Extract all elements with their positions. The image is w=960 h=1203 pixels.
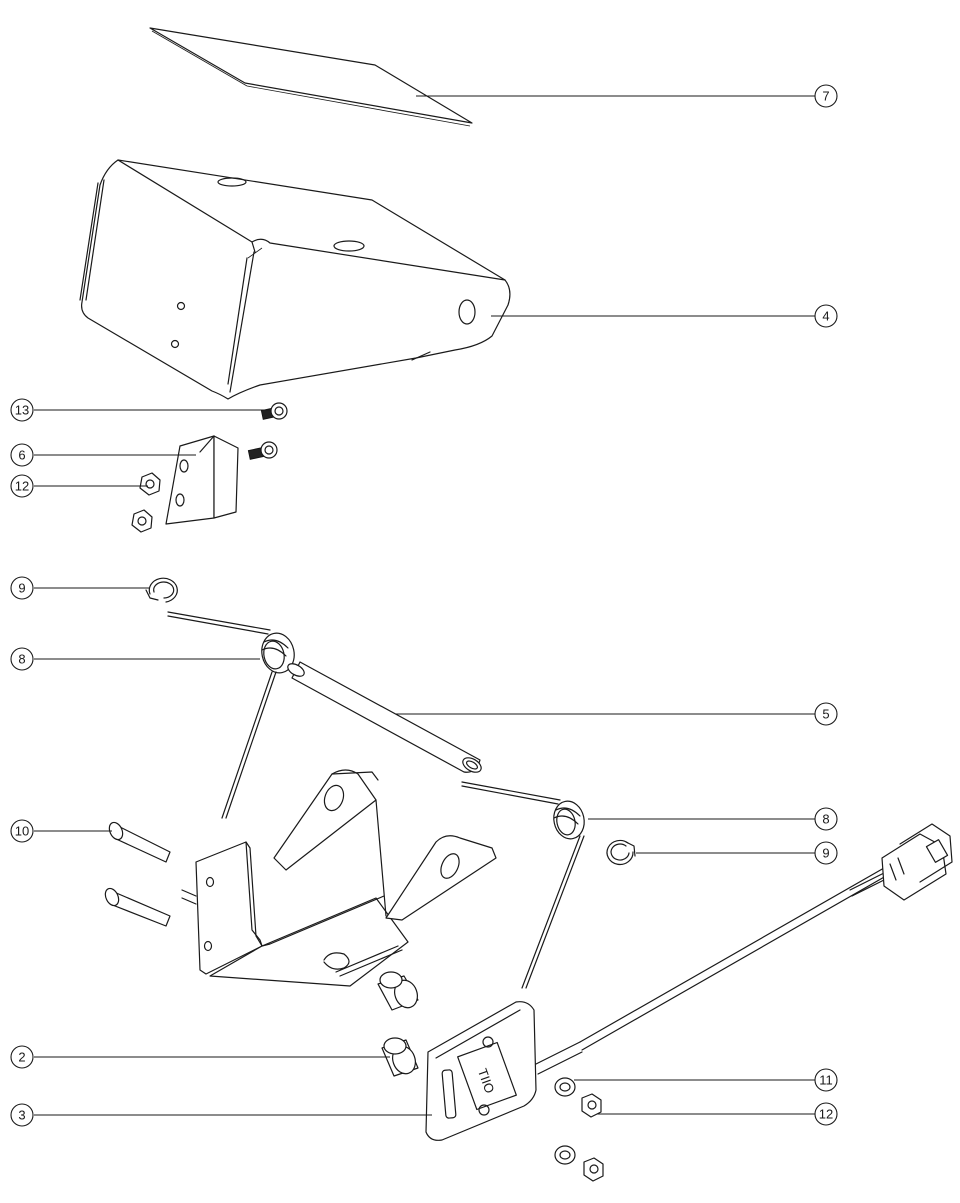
part-2-spacers	[377, 971, 419, 1077]
callout-3: 3	[10, 1103, 34, 1127]
callout-label: 13	[15, 403, 29, 418]
callout-label: 6	[18, 448, 25, 463]
callout-label: 10	[15, 824, 29, 839]
callout-6: 6	[10, 443, 34, 467]
callout-label: 7	[822, 89, 829, 104]
mounting-bracket	[181, 769, 497, 987]
part-6-bracket	[165, 435, 239, 525]
callout-label: 9	[18, 581, 25, 596]
callout-label: 3	[18, 1108, 25, 1123]
callout-label: 8	[822, 812, 829, 827]
callout-label: 9	[822, 846, 829, 861]
callout-12-lower: 12	[814, 1102, 838, 1126]
part-8-spring-lower	[461, 781, 585, 989]
part-4-cover	[79, 159, 511, 400]
part-12-nuts-upper	[131, 472, 161, 533]
callout-label: 12	[15, 479, 29, 494]
callout-9-upper: 9	[10, 576, 34, 600]
callout-label: 4	[822, 309, 829, 324]
callout-11: 11	[814, 1068, 838, 1092]
callout-label: 12	[819, 1107, 833, 1122]
part-8-spring-upper	[167, 611, 295, 819]
callout-9-lower: 9	[814, 841, 838, 865]
callout-7: 7	[814, 84, 838, 108]
leader-lines	[34, 95, 815, 1116]
part-7-pad	[149, 27, 473, 127]
callout-label: 5	[822, 707, 829, 722]
callout-13: 13	[10, 398, 34, 422]
part-9-clip-upper	[145, 577, 178, 603]
part-13-screws	[247, 402, 288, 460]
callout-8-lower: 8	[814, 807, 838, 831]
part-5-shaft	[287, 661, 482, 773]
part-12-nuts-lower	[581, 1093, 604, 1182]
part-9-clip-lower	[606, 839, 636, 866]
callout-label: 8	[18, 652, 25, 667]
part-3-sensor: TIIO	[425, 823, 953, 1141]
callout-8-upper: 8	[10, 647, 34, 671]
callout-12-upper: 12	[10, 474, 34, 498]
callout-10: 10	[10, 819, 34, 843]
callout-2: 2	[10, 1045, 34, 1069]
callout-label: 2	[18, 1050, 25, 1065]
part-11-washers	[554, 1077, 576, 1165]
callout-5: 5	[814, 702, 838, 726]
part-10-bolts	[104, 821, 171, 927]
callout-label: 11	[819, 1073, 833, 1088]
callout-4: 4	[814, 304, 838, 328]
